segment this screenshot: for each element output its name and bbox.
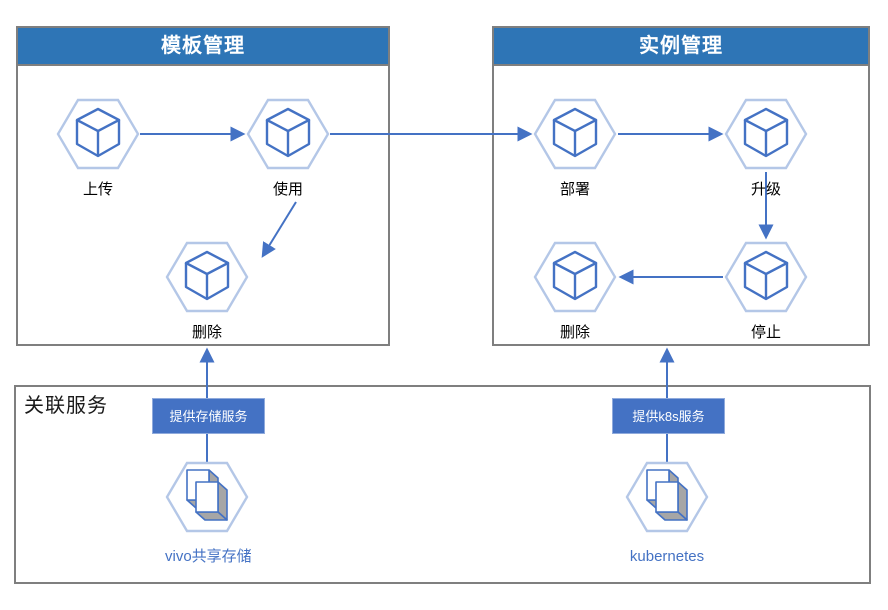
node-upload: 上传 <box>56 97 140 200</box>
node-label-delete-template: 删除 <box>191 324 222 341</box>
node-label-use: 使用 <box>272 181 303 198</box>
cube-hexagon-icon <box>165 241 249 313</box>
node-label-upload: 上传 <box>82 181 113 198</box>
cube-hexagon-icon <box>724 98 808 170</box>
node-label-kubernetes: kubernetes <box>629 548 705 565</box>
node-label-upgrade: 升级 <box>750 181 781 198</box>
cube-hexagon-icon <box>724 241 808 313</box>
node-stop: 停止 <box>724 240 808 343</box>
node-label-delete-instance: 删除 <box>559 324 590 341</box>
cube-hexagon-icon <box>56 98 140 170</box>
documents-hexagon-icon <box>165 461 249 533</box>
cube-hexagon-icon <box>533 98 617 170</box>
services-panel-title: 关联服务 <box>24 395 108 417</box>
storage-service-badge: 提供存储服务 <box>152 398 265 434</box>
node-deploy: 部署 <box>533 97 617 200</box>
node-upgrade: 升级 <box>724 97 808 200</box>
cube-hexagon-icon <box>533 241 617 313</box>
node-label-vivo-storage: vivo共享存储 <box>165 548 252 565</box>
instance-panel-title: 实例管理 <box>494 28 868 66</box>
k8s-service-badge: 提供k8s服务 <box>612 398 725 434</box>
node-vivo-storage: vivo共享存储 <box>165 460 252 567</box>
node-use: 使用 <box>246 97 330 200</box>
template-panel-title: 模板管理 <box>18 28 388 66</box>
node-delete-instance: 删除 <box>533 240 617 343</box>
related-services-panel: 关联服务 <box>14 385 871 584</box>
node-kubernetes: kubernetes <box>625 460 709 567</box>
cube-hexagon-icon <box>246 98 330 170</box>
documents-hexagon-icon <box>625 461 709 533</box>
node-delete-template: 删除 <box>165 240 249 343</box>
node-label-stop: 停止 <box>750 324 781 341</box>
node-label-deploy: 部署 <box>559 181 590 198</box>
